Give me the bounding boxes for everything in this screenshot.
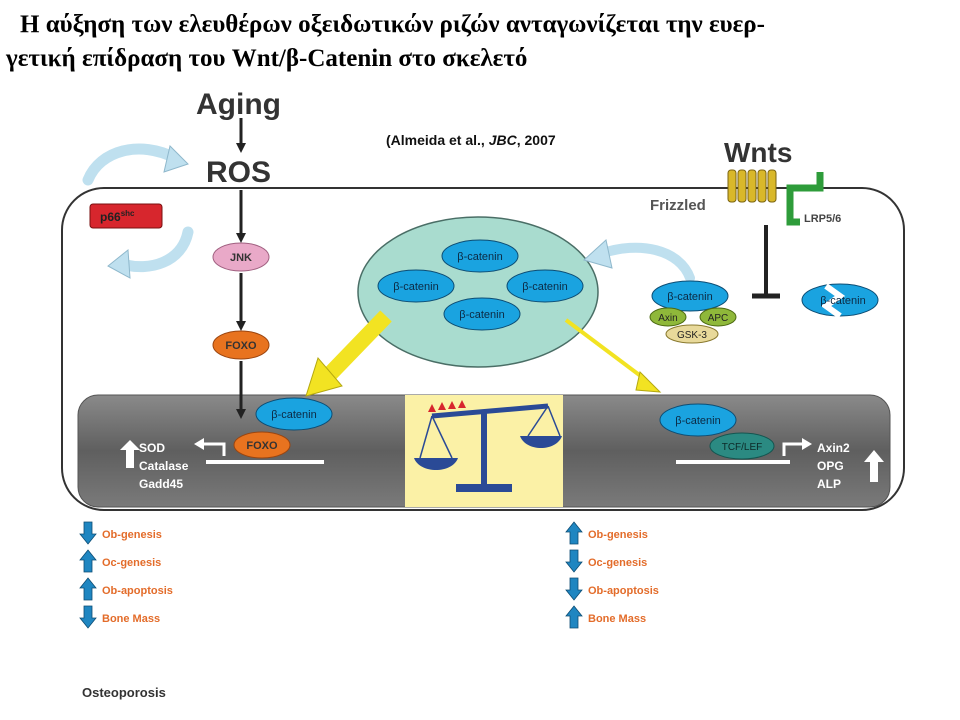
lrp-label: LRP5/6	[804, 213, 841, 225]
svg-text:β-catenin: β-catenin	[522, 281, 567, 293]
title-line-1: Η αύξηση των ελευθέρων οξειδωτικών ριζών…	[20, 11, 766, 38]
svg-text:β-catenin: β-catenin	[459, 309, 504, 321]
left-outcome-label-3: Bone Mass	[102, 613, 160, 625]
nucleus-left-beta-catenin	[255, 397, 333, 431]
citation-journal: JBC	[488, 132, 517, 148]
pool-beta-catenin-bottom: β-catenin	[443, 297, 521, 331]
left-gene-2: Gadd45	[139, 477, 183, 491]
right-transcription-arrowhead	[802, 438, 812, 450]
left-gene-1: Catalase	[139, 459, 189, 473]
left-outcome-label-1: Oc-genesis	[102, 557, 161, 569]
left-outcome-label-0: Ob-genesis	[102, 529, 162, 541]
yellow-arrow-right	[564, 318, 662, 393]
nucleus-left-beta-catenin-label: β-catenin	[271, 409, 316, 421]
complex-beta-catenin-label: β-catenin	[667, 291, 712, 303]
ros-label: ROS	[206, 156, 271, 189]
stabilization-arrowhead	[582, 239, 613, 269]
wnts-label: Wnts	[724, 137, 792, 168]
left-upregulation-arrow	[120, 440, 140, 468]
citation-suffix: , 2007	[516, 132, 556, 148]
p66shc-box	[89, 203, 163, 229]
slide-title: Η αύξηση των ελευθέρων οξειδωτικών ριζών…	[6, 8, 956, 76]
jnk-label: JNK	[230, 252, 252, 264]
osteoporosis-label: Osteoporosis	[82, 685, 166, 700]
p66shc-label: p66shc	[100, 209, 135, 224]
axin-label: Axin	[658, 313, 677, 324]
pool-beta-catenin-right: β-catenin	[506, 269, 584, 303]
apc-label: APC	[708, 313, 729, 324]
right-outcome-label-2: Ob-apoptosis	[588, 585, 659, 597]
pool-beta-catenin-top: β-catenin	[441, 239, 519, 273]
title-line-2: γετική επίδραση του Wnt/β-Catenin στο σκ…	[6, 45, 528, 72]
feedback-arrowhead-bottom	[107, 249, 131, 279]
left-outcome-arrow-down-3	[79, 605, 97, 629]
feedback-arrow-top	[82, 143, 181, 186]
left-outcome-arrow-down-0	[79, 521, 97, 545]
jnk-node	[212, 242, 270, 272]
right-outcome-arrow-up-0	[565, 521, 583, 545]
left-gene-0: SOD	[139, 441, 165, 455]
gsk3-node	[665, 324, 719, 344]
nucleus-right-beta-catenin	[659, 403, 737, 437]
right-outcome-arrow-up-3	[565, 605, 583, 629]
left-outcome-arrow-up-2	[79, 577, 97, 601]
tcf-lef-label: TCF/LEF	[722, 442, 763, 453]
left-transcription-arrowhead	[194, 438, 204, 450]
axin-node	[649, 307, 687, 327]
beta-catenin-pool	[357, 216, 599, 368]
left-transcription-arrow	[200, 442, 226, 456]
left-outcome-label-2: Ob-apoptosis	[102, 585, 173, 597]
right-upregulation-arrow	[864, 450, 884, 482]
frizzled-receptor	[727, 169, 777, 203]
foxo-label: FOXO	[225, 340, 257, 352]
feedback-arrowhead-top	[163, 145, 189, 173]
left-outcome-arrow-up-1	[79, 549, 97, 573]
gsk3-label: GSK-3	[677, 330, 707, 341]
frizzled-label: Frizzled	[650, 197, 706, 214]
balance-scale	[414, 400, 562, 492]
right-gene-1: OPG	[817, 459, 844, 473]
svg-text:β-catenin: β-catenin	[457, 251, 502, 263]
yellow-arrow-left	[305, 310, 392, 397]
right-outcome-label-1: Oc-genesis	[588, 557, 647, 569]
citation: (Almeida et al., JBC, 2007	[386, 132, 556, 148]
complex-beta-catenin	[651, 280, 729, 312]
right-gene-0: Axin2	[817, 441, 850, 455]
right-transcription-arrow	[782, 442, 806, 456]
nucleus-foxo-label: FOXO	[246, 440, 278, 452]
degraded-beta-catenin: β-catenin	[801, 283, 879, 319]
lrp-receptor	[786, 172, 824, 226]
nucleus-right-beta-catenin-label: β-catenin	[675, 415, 720, 427]
feedback-arrow-bottom	[116, 226, 194, 273]
right-outcome-arrow-down-2	[565, 577, 583, 601]
svg-text:β-catenin: β-catenin	[393, 281, 438, 293]
apc-node	[699, 307, 737, 327]
aging-label: Aging	[196, 88, 281, 121]
svg-text:β-catenin: β-catenin	[820, 295, 865, 307]
pool-beta-catenin-left: β-catenin	[377, 269, 455, 303]
nucleus-foxo	[233, 431, 291, 459]
tcf-lef-node	[709, 432, 775, 460]
right-outcome-label-0: Ob-genesis	[588, 529, 648, 541]
stabilization-arrow	[595, 242, 695, 283]
citation-prefix: (Almeida et al.,	[386, 132, 489, 148]
right-outcome-label-3: Bone Mass	[588, 613, 646, 625]
right-gene-2: ALP	[817, 477, 841, 491]
foxo-node	[212, 330, 270, 360]
right-outcome-arrow-down-1	[565, 549, 583, 573]
